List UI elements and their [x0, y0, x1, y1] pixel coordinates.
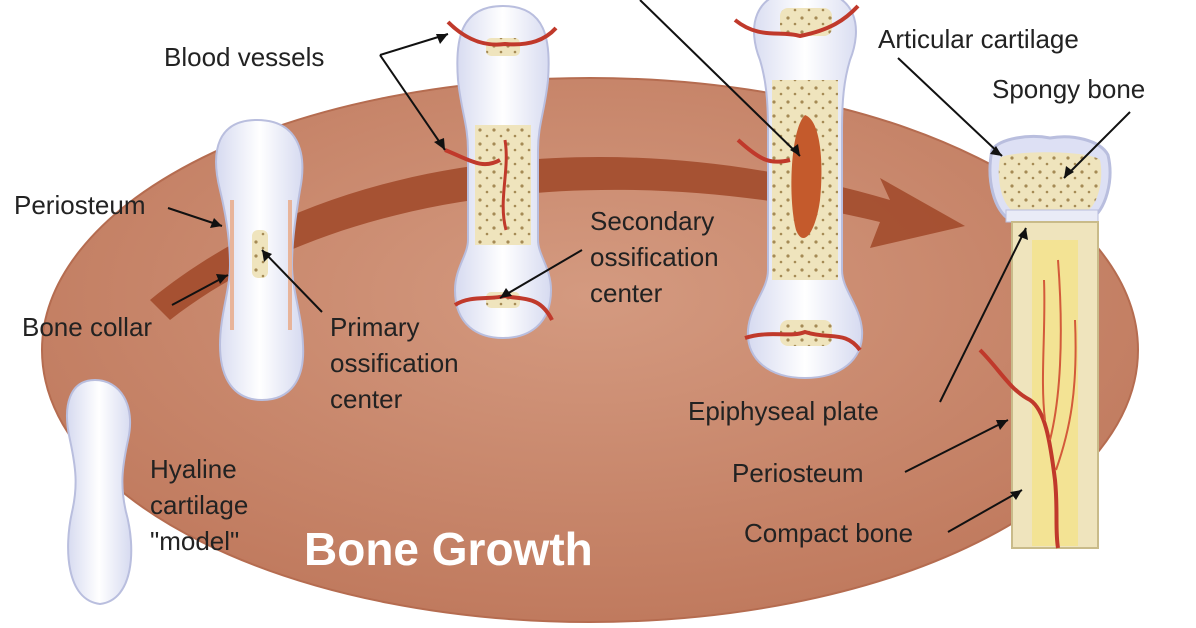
vessel-stage4-b [736, 138, 791, 164]
diagram-title: Bone Growth [304, 523, 593, 575]
leader-lines [167, 0, 1131, 533]
vessel-stage3-d [446, 20, 558, 47]
label-compact-bone: Compact bone [744, 518, 914, 548]
vessel-stage4-c [744, 329, 862, 352]
spongy-bone-area [998, 152, 1102, 212]
label-secondary-line3: center [590, 278, 663, 308]
label-primary-line3: center [330, 384, 403, 414]
epiphyseal-plate-band [1005, 209, 1099, 223]
marrow-cavity-stage4 [791, 115, 822, 239]
label-primary-line2: ossification [330, 348, 459, 378]
secondary-center-top [486, 38, 520, 56]
label-hyaline-line2: cartilage [150, 490, 249, 520]
vessel-stage3-b [501, 139, 508, 231]
vessel-mature-trunk [978, 348, 1060, 549]
label-epiphyseal-plate: Epiphyseal plate [688, 396, 879, 426]
vessel-stage3-a [444, 148, 501, 167]
leader-arrowheads [210, 34, 1074, 500]
label-periosteum-left: Periosteum [14, 190, 146, 220]
primary-ossification-spot [252, 230, 268, 278]
label-blood-vessels: Blood vessels [164, 42, 325, 72]
label-secondary-line2: ossification [590, 242, 719, 272]
label-secondary-line1: Secondary [590, 206, 715, 236]
epiphysis-top-stage4 [780, 8, 832, 36]
label-primary-line1: Primary [330, 312, 420, 342]
label-hyaline-line3: "model" [150, 526, 240, 556]
growth-arrow [150, 157, 965, 320]
label-articular-cartilage: Articular cartilage [878, 24, 1079, 54]
label-periosteum-right: Periosteum [732, 458, 864, 488]
label-hyaline-line1: Hyaline [150, 454, 237, 484]
label-spongy-bone: Spongy bone [992, 74, 1146, 104]
hyaline-cartilage-model [66, 378, 133, 606]
label-bone-collar: Bone collar [22, 312, 153, 342]
vessel-mature-branches [1041, 259, 1077, 471]
vessel-stage4-a [733, 4, 860, 39]
